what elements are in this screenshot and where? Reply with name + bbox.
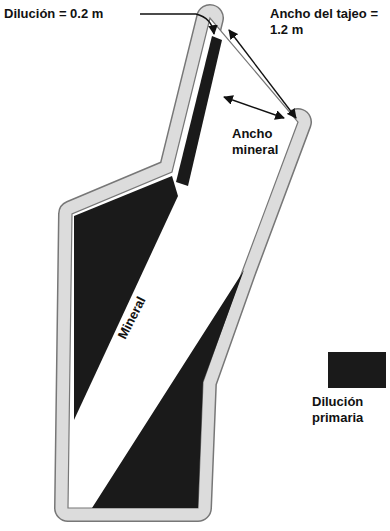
dimension-label: Ancho mineral xyxy=(232,126,294,158)
legend-label: Dilución primaria xyxy=(312,394,386,426)
primary-dilution xyxy=(74,176,178,420)
secondary-dilution xyxy=(68,18,298,508)
halo-outline xyxy=(68,18,298,508)
dimension-arrow xyxy=(229,30,296,118)
stope-void xyxy=(68,18,298,508)
dimension-label: Ancho del tajeo = 1.2 m xyxy=(270,6,386,38)
primary-dilution xyxy=(92,270,244,508)
legend-swatch xyxy=(328,352,386,388)
dimension-arrow xyxy=(224,97,284,118)
dimension-label: Dilución = 0.2 m xyxy=(4,6,138,22)
leader-line xyxy=(140,14,214,34)
primary-dilution xyxy=(176,36,222,186)
